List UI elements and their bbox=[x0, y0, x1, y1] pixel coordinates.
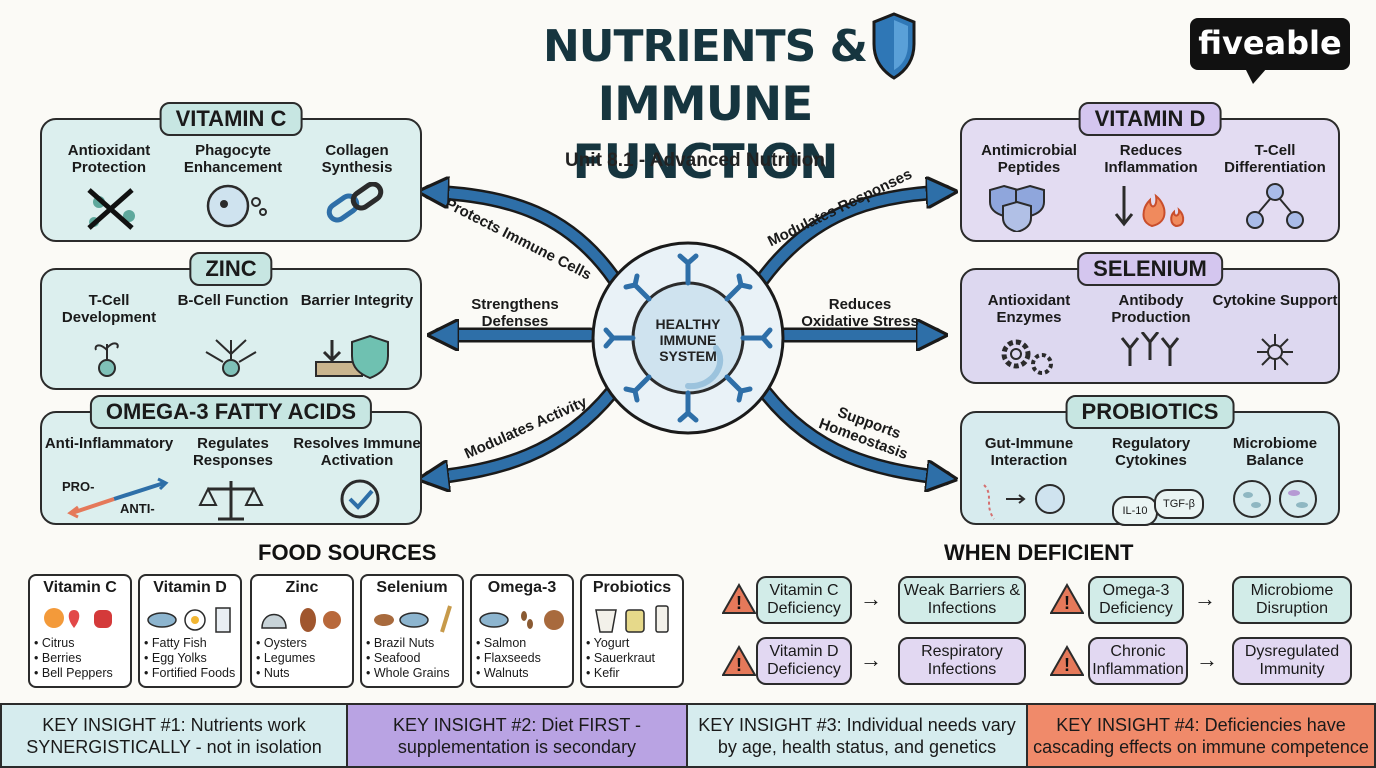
nut-fish-grain-icons bbox=[374, 605, 452, 633]
selenium-card: SELENIUM Antioxidant Enzymes Antibody Pr… bbox=[960, 252, 1340, 384]
fish-egg-milk-icons bbox=[147, 607, 231, 633]
omega3-title: OMEGA-3 FATTY ACIDS bbox=[89, 395, 373, 429]
svg-text:!: ! bbox=[736, 655, 742, 675]
key-insight-4: KEY INSIGHT #4: Deficiencies have cascad… bbox=[1026, 703, 1376, 768]
deficiency-effect-0: Weak Barriers & Infections bbox=[898, 576, 1026, 624]
cell-differentiation-icon bbox=[1246, 183, 1304, 229]
deficiency-effect-2: Respiratory Infections bbox=[898, 637, 1026, 685]
probiotics-card: PROBIOTICS Gut-Immune Interaction Regula… bbox=[960, 395, 1340, 526]
vitamin-d-title: VITAMIN D bbox=[1078, 102, 1222, 136]
food-group-vitamin-d: Vitamin D Fatty FishEgg YolksFortified F… bbox=[138, 574, 242, 688]
fruit-icons bbox=[44, 608, 112, 628]
salmon-seed-walnut-icons bbox=[479, 610, 564, 630]
selenium-title: SELENIUM bbox=[1077, 252, 1223, 286]
flame-down-icon bbox=[1114, 186, 1185, 228]
food-group-vitamin-c: Vitamin C CitrusBerriesBell Peppers bbox=[28, 574, 132, 688]
arrow-right-icon: → bbox=[1194, 586, 1216, 611]
warning-icon: ! bbox=[722, 645, 756, 676]
deficiency-cause-2: Vitamin D Deficiency bbox=[756, 637, 852, 685]
arrow-right-icon: → bbox=[1196, 647, 1218, 672]
il10-bubble: IL-10 bbox=[1112, 496, 1158, 526]
zinc-title: ZINC bbox=[189, 252, 273, 286]
warning-icon: ! bbox=[722, 583, 756, 614]
pro-anti-arrows-icon bbox=[67, 477, 169, 519]
food-group-omega3: Omega-3 SalmonFlaxseedsWalnuts bbox=[470, 574, 574, 688]
cytokine-icon bbox=[1257, 334, 1293, 370]
peptide-shields-icon bbox=[989, 184, 1045, 232]
food-group-selenium: Selenium Brazil NutsSeafoodWhole Grains bbox=[360, 574, 464, 688]
svg-text:!: ! bbox=[736, 593, 742, 613]
arrow-right-icon: → bbox=[860, 647, 882, 672]
logo-tail bbox=[1245, 68, 1267, 84]
deficiency-cause-3: Chronic Inflammation bbox=[1088, 637, 1188, 685]
vitamin-c-card: VITAMIN C Antioxidant Protection Phagocy… bbox=[40, 102, 422, 242]
deficiency-effect-1: Microbiome Disruption bbox=[1232, 576, 1352, 624]
sprout-cell-icon bbox=[94, 342, 119, 377]
scale-icon bbox=[198, 481, 264, 521]
antibodies-icon bbox=[1120, 332, 1180, 366]
oyster-legume-icons bbox=[261, 608, 341, 632]
warning-icon: ! bbox=[1050, 583, 1084, 614]
food-group-probiotics: Probiotics YogurtSauerkrautKefir bbox=[580, 574, 684, 688]
deficiency-cause-0: Vitamin C Deficiency bbox=[756, 576, 852, 624]
arrow-right-icon: → bbox=[860, 586, 882, 611]
deficiency-heading: WHEN DEFICIENT bbox=[944, 540, 1134, 565]
gut-immune-icon bbox=[983, 484, 1065, 520]
phagocyte-icon bbox=[206, 184, 267, 228]
microbiome-icon bbox=[1233, 480, 1317, 518]
probiotics-title: PROBIOTICS bbox=[1065, 395, 1235, 429]
center-label: HEALTHY IMMUNE SYSTEM bbox=[655, 316, 721, 364]
gears-icon bbox=[1001, 339, 1053, 375]
antioxidant-icon bbox=[87, 188, 135, 230]
svg-text:!: ! bbox=[1064, 593, 1070, 613]
deficiency-cause-1: Omega-3 Deficiency bbox=[1088, 576, 1184, 624]
chain-icon bbox=[326, 182, 384, 223]
b-cell-icon bbox=[205, 339, 257, 377]
deficiency-effect-3: Dysregulated Immunity bbox=[1232, 637, 1352, 685]
svg-text:!: ! bbox=[1064, 655, 1070, 675]
warning-icon: ! bbox=[1050, 645, 1084, 676]
fiveable-logo: fiveable bbox=[1190, 18, 1350, 70]
main-title: NUTRIENTS & IMMUNE FUNCTION bbox=[542, 21, 868, 190]
arrow-probiotics bbox=[760, 387, 945, 478]
shield-icon bbox=[872, 12, 916, 80]
check-circle-icon bbox=[340, 479, 380, 519]
food-sources-heading: FOOD SOURCES bbox=[258, 540, 437, 565]
immune-cell-icon bbox=[591, 241, 785, 435]
link-label-zinc: Strengthens Defenses bbox=[471, 296, 559, 330]
key-insight-3: KEY INSIGHT #3: Individual needs vary by… bbox=[686, 703, 1028, 768]
barrier-shield-icon bbox=[315, 334, 389, 380]
food-group-zinc: Zinc OystersLegumesNuts bbox=[250, 574, 354, 688]
arrow-omega3 bbox=[430, 387, 617, 478]
link-label-selenium: Reduces Oxidative Stress bbox=[801, 296, 919, 330]
connector-arrows bbox=[0, 0, 1376, 560]
omega3-card: OMEGA-3 FATTY ACIDS Anti-Inflammatory Re… bbox=[40, 395, 422, 525]
vitamin-d-card: VITAMIN D Antimicrobial Peptides Reduces… bbox=[960, 102, 1340, 242]
key-insight-2: KEY INSIGHT #2: Diet FIRST - supplementa… bbox=[346, 703, 688, 768]
vitamin-c-title: VITAMIN C bbox=[159, 102, 303, 136]
zinc-card: ZINC T-Cell Development B-Cell Function … bbox=[40, 252, 422, 390]
key-insight-1: KEY INSIGHT #1: Nutrients work SYNERGIST… bbox=[0, 703, 348, 768]
tgf-beta-bubble: TGF-β bbox=[1154, 489, 1204, 519]
subtitle: Unit 8.1 - Advanced Nutrition bbox=[564, 150, 826, 171]
arrow-vitamin-d bbox=[757, 192, 945, 285]
yogurt-jar-kefir-icons bbox=[595, 605, 669, 633]
arrow-vitamin-c bbox=[430, 192, 620, 285]
